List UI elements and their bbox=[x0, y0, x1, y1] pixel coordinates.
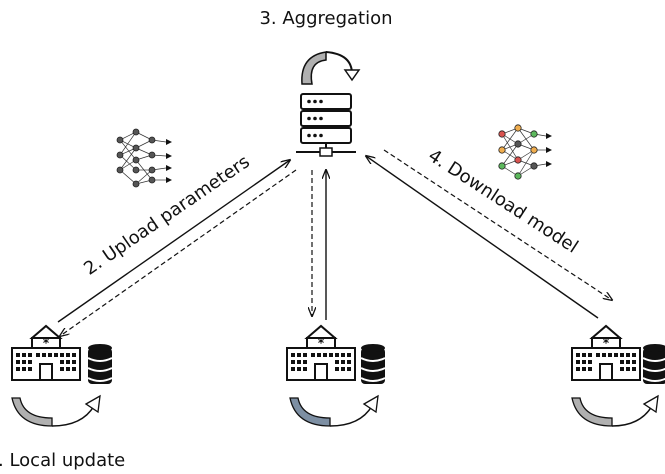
cycle-arrow-icon bbox=[571, 394, 659, 427]
local-update-label: . Local update bbox=[0, 450, 125, 471]
neural-network-icon bbox=[116, 128, 172, 188]
upload-arrow bbox=[57, 160, 290, 323]
neural-network-icon bbox=[498, 124, 552, 180]
hospital-icon bbox=[286, 325, 356, 381]
aggregation-label: 3. Aggregation bbox=[259, 8, 392, 29]
cycle-arrow-icon bbox=[289, 394, 379, 427]
cycle-arrow-icon bbox=[11, 394, 101, 427]
database-icon bbox=[642, 343, 665, 385]
cycle-arrow-icon bbox=[301, 51, 361, 85]
database-icon bbox=[360, 343, 386, 385]
hospital-icon bbox=[571, 325, 641, 381]
server-icon bbox=[296, 93, 356, 157]
upload-arrow bbox=[366, 156, 599, 319]
download-arrow bbox=[60, 169, 297, 336]
download-model-label: 4. Download model bbox=[424, 145, 581, 257]
download-arrow bbox=[383, 149, 612, 300]
database-icon bbox=[87, 343, 113, 385]
hospital-icon bbox=[11, 325, 81, 381]
